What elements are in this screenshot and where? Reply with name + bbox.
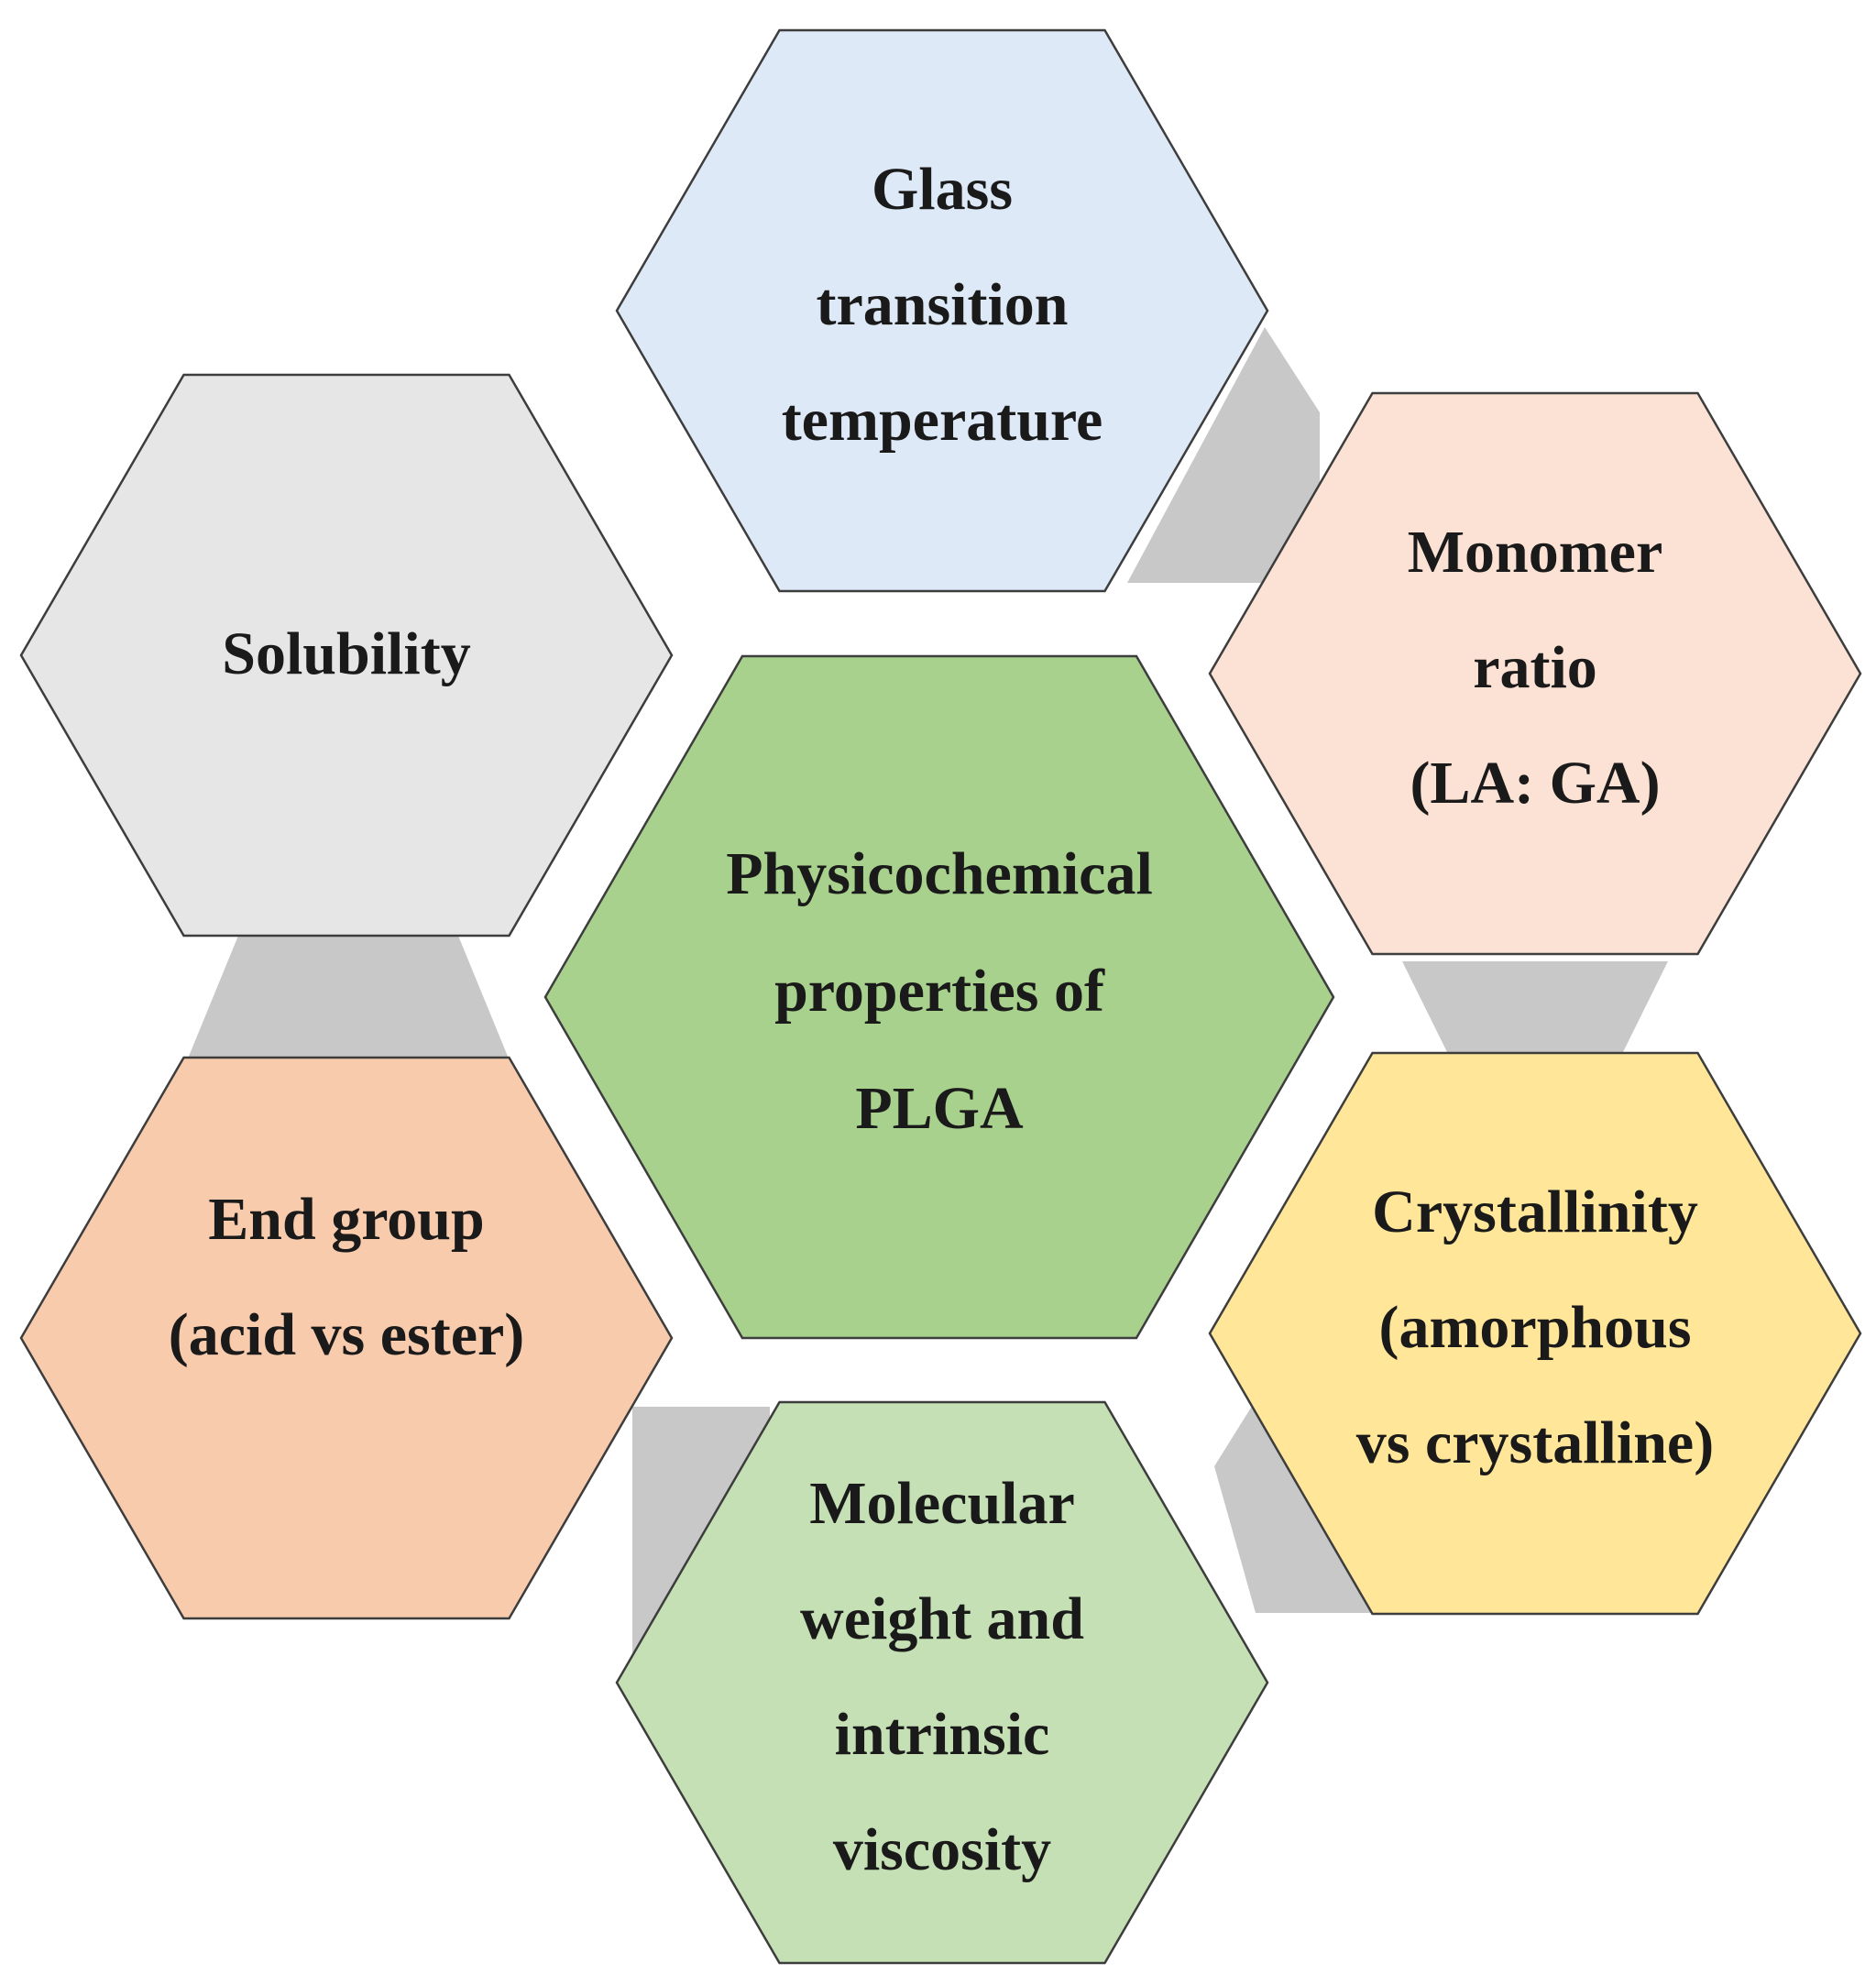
hex-molecular-weight-label-line: Molecular	[809, 1470, 1075, 1537]
hex-crystallinity: Crystallinity (amorphous vs crystalline)	[1208, 1051, 1862, 1616]
hex-molecular-weight-label-line: viscosity	[833, 1816, 1051, 1883]
hex-center-plga: Physicochemical properties of PLGA	[543, 654, 1335, 1340]
hex-crystallinity-label-line: vs crystalline)	[1356, 1409, 1714, 1476]
hex-center-plga-label-line: PLGA	[855, 1075, 1024, 1142]
hex-monomer-ratio-label-line: ratio	[1473, 634, 1597, 701]
hex-glass-transition-label-line: temperature	[782, 387, 1103, 454]
hex-glass-transition: Glass transition temperature	[615, 28, 1269, 593]
hex-crystallinity-label-line: Crystallinity	[1372, 1179, 1698, 1245]
hex-end-group-label-line: End group	[208, 1186, 484, 1253]
hex-glass-transition-label-line: transition	[816, 271, 1068, 338]
hex-monomer-ratio-shape	[1208, 391, 1862, 956]
hex-glass-transition-shape	[615, 28, 1269, 593]
hex-solubility-shape	[19, 373, 674, 938]
hex-end-group-label-line: (acid vs ester)	[169, 1301, 525, 1368]
hex-crystallinity-label-line: (amorphous	[1378, 1294, 1691, 1361]
hex-solubility-label-line: Solubility	[222, 620, 470, 687]
hex-glass-transition-label-line: Glass	[872, 156, 1013, 223]
hex-molecular-weight: Molecular weight and intrinsic viscosity	[615, 1400, 1269, 1965]
hex-center-plga-label-line: properties of	[774, 958, 1105, 1025]
connector-monomer-crystal	[1402, 961, 1668, 1054]
hex-molecular-weight-label-line: weight and	[800, 1585, 1084, 1652]
hex-crystallinity-shape	[1208, 1051, 1862, 1616]
hex-monomer-ratio: Monomer ratio (LA: GA)	[1208, 391, 1862, 956]
hex-end-group: End group (acid vs ester)	[19, 1056, 674, 1620]
hex-end-group-shape	[19, 1056, 674, 1620]
hex-monomer-ratio-label-line: (LA: GA)	[1410, 750, 1660, 817]
hex-center-plga-shape	[543, 654, 1335, 1340]
hex-center-plga-label-line: Physicochemical	[726, 840, 1153, 907]
connector-glass-monomer	[1127, 327, 1320, 583]
hex-molecular-weight-shape	[615, 1400, 1269, 1965]
connector-endgroup-solubility	[188, 936, 509, 1058]
hex-molecular-weight-label-line: intrinsic	[835, 1701, 1050, 1768]
hex-solubility: Solubility	[19, 373, 674, 938]
hex-monomer-ratio-label-line: Monomer	[1408, 519, 1663, 586]
